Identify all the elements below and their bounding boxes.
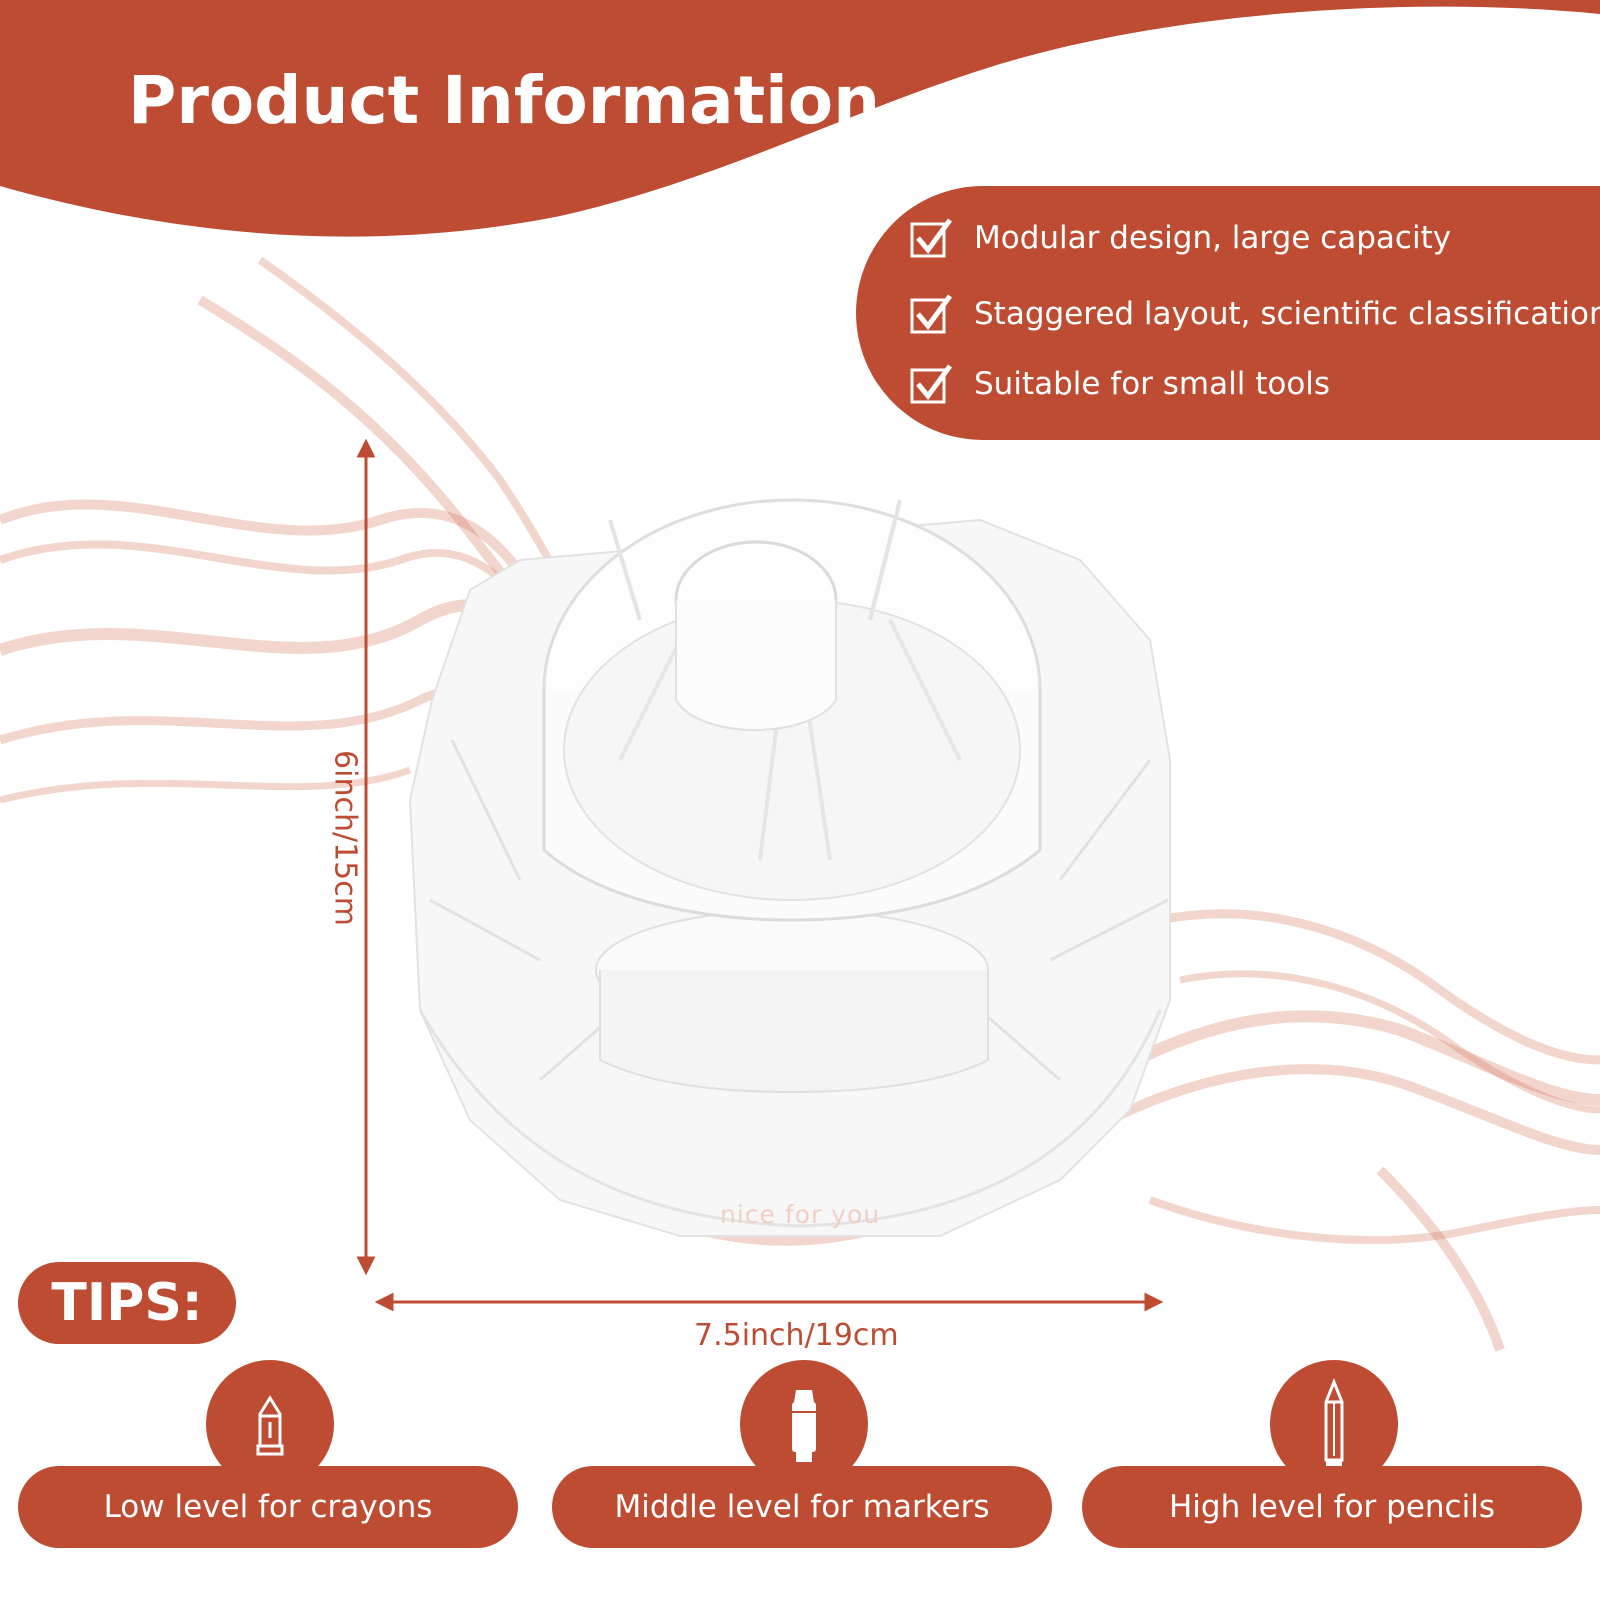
page-title: Product Information: [128, 62, 881, 139]
feature-label: Staggered layout, scientific classificat…: [974, 296, 1600, 332]
tips-badge: TIPS:: [18, 1262, 236, 1344]
checkbox-check-icon: [910, 294, 953, 334]
dimension-arrows: [356, 438, 1164, 1312]
checkbox-check-icon: [910, 218, 953, 258]
header-wave: [0, 0, 1600, 237]
feature-label: Suitable for small tools: [974, 366, 1331, 402]
feature-item: Suitable for small tools: [910, 364, 1330, 404]
tip-label: High level for pencils: [1082, 1466, 1582, 1548]
crayon-icon: [256, 1395, 284, 1456]
height-dimension-label: 6inch/15cm: [327, 750, 363, 926]
brand-logo-text: nice for you: [720, 1200, 881, 1229]
pen-holder-product-image: [408, 498, 1171, 1237]
tip-item: Middle level for markers: [552, 1360, 1052, 1550]
feature-item: Staggered layout, scientific classificat…: [910, 294, 1600, 334]
feature-item: Modular design, large capacity: [910, 218, 1451, 258]
width-dimension-label: 7.5inch/19cm: [694, 1318, 899, 1353]
marker-icon: [792, 1390, 816, 1462]
smoke-ribbons: [0, 256, 1600, 1352]
feature-panel: [856, 186, 1600, 440]
pencil-icon: [1324, 1377, 1344, 1468]
checkbox-check-icon: [910, 364, 953, 404]
tip-item: Low level for crayons: [18, 1360, 518, 1550]
tip-label: Middle level for markers: [552, 1466, 1052, 1548]
feature-label: Modular design, large capacity: [974, 220, 1452, 256]
tip-item: High level for pencils: [1082, 1360, 1582, 1550]
tip-label: Low level for crayons: [18, 1466, 518, 1548]
